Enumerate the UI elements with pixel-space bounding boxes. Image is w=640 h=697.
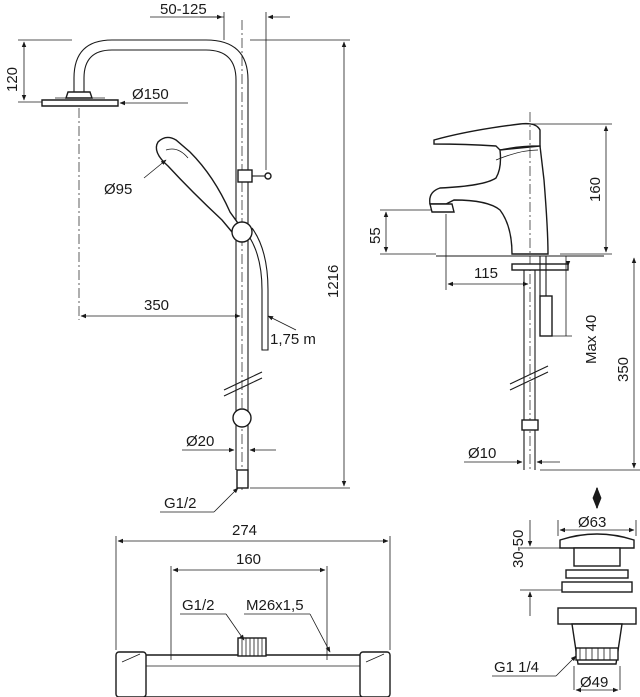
dim-tap-height: 160 (587, 177, 604, 202)
dim-deck-max: Max 40 (583, 315, 600, 364)
dim-spout-height: 55 (367, 227, 384, 244)
waste-thread (575, 647, 619, 661)
dim-waste-stroke: 30-50 (510, 530, 527, 568)
dim-head-reach: 350 (144, 297, 169, 314)
popup-waste-view: Ø63 30-50 G1 1/4 Ø49 (492, 486, 637, 693)
dim-shower-thread: G1/2 (164, 495, 197, 512)
waste-flange (573, 547, 621, 567)
shower-column-view: 50-125 120 Ø150 Ø95 1216 350 1,75 m Ø20 … (4, 1, 350, 513)
mixer-lever (433, 122, 541, 151)
waste-ring (565, 569, 629, 579)
dim-spout-reach: 115 (474, 265, 498, 282)
thermostat-left-handle (115, 651, 147, 697)
hand-shower-bracket (231, 221, 253, 243)
mixer-body (429, 145, 549, 255)
slider-holder (237, 169, 253, 183)
dim-hand-diameter: Ø95 (104, 181, 132, 198)
head-connector (65, 91, 93, 99)
dim-tail-length: 350 (615, 357, 632, 382)
dim-pipe-diameter: Ø20 (186, 433, 214, 450)
thermostat-right-handle (359, 651, 391, 697)
dim-tail-diameter: Ø10 (468, 445, 496, 462)
thermostatic-mixer-view: 274 160 G1/2 M26x1,5 (115, 522, 391, 697)
waste-plug-cap (559, 533, 635, 549)
waste-nut (557, 607, 637, 625)
shower-inlet (236, 469, 249, 489)
dim-head-height: 120 (4, 67, 21, 92)
dim-waste-diameter: Ø63 (578, 514, 606, 531)
dim-shower-offset: 50-125 (160, 1, 207, 18)
dim-thermo-nut: M26x1,5 (246, 597, 304, 614)
thermostat-outlet (237, 637, 267, 657)
dim-thermo-width: 274 (232, 522, 257, 539)
shower-riser-pipe (83, 49, 237, 470)
dim-thermo-centers: 160 (236, 551, 261, 568)
mixer-fixing-nut (539, 295, 553, 337)
tail-fitting (521, 419, 539, 431)
mixer-spout-aerator (429, 203, 455, 213)
lower-bracket (232, 408, 252, 428)
shower-hose (249, 227, 269, 351)
dim-thermo-thread: G1/2 (182, 597, 215, 614)
dim-head-diameter: Ø150 (132, 86, 169, 103)
overhead-shower-head (41, 99, 119, 107)
hand-shower (155, 136, 241, 233)
thermostat-body (125, 654, 381, 697)
basin-mixer-view: 160 55 115 Max 40 350 Ø10 (367, 112, 640, 471)
dim-waste-body-diameter: Ø49 (580, 674, 608, 691)
dim-column-height: 1216 (325, 265, 342, 298)
dim-hose-length: 1,75 m (270, 331, 316, 348)
dim-waste-thread: G1 1/4 (494, 659, 539, 676)
waste-washer (561, 581, 633, 593)
